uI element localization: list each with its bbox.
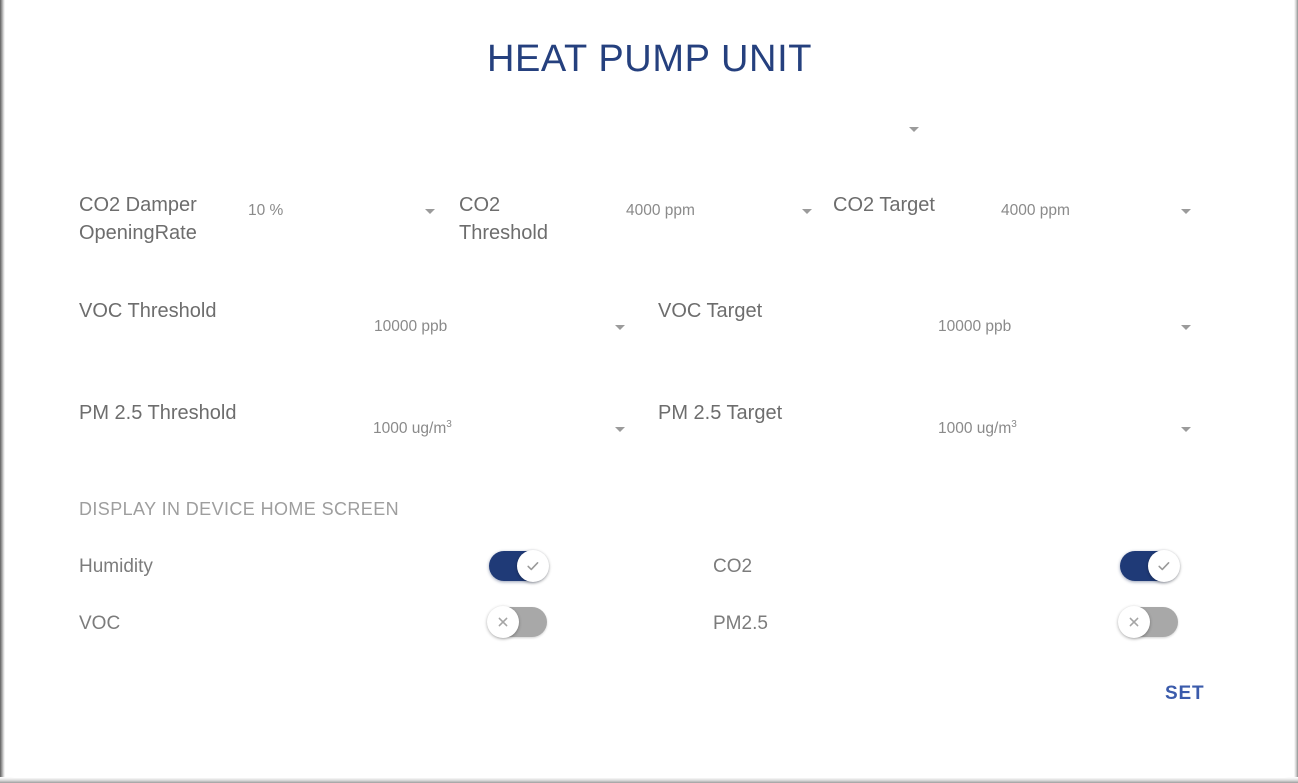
toggle-label-pm25: PM2.5 [713, 613, 768, 634]
check-icon [527, 562, 539, 571]
field-label-pm25-target: PM 2.5 Target [658, 402, 783, 424]
toggle-label-humidity: Humidity [79, 556, 153, 577]
toggle-knob [1148, 550, 1180, 582]
settings-card: HEAT PUMP UNIT CO2 Damper OpeningRate 10… [5, 2, 1294, 778]
chevron-down-icon [1181, 324, 1191, 330]
dropdown-arrow-pm25-target[interactable] [1175, 418, 1197, 440]
field-label-co2-threshold: CO2 Threshold [459, 194, 548, 244]
field-value-pm25-threshold-exponent: 3 [446, 418, 452, 430]
check-icon [1158, 562, 1170, 571]
chevron-down-icon [1181, 426, 1191, 432]
field-value-pm25-target-exponent: 3 [1011, 418, 1017, 430]
page-title: HEAT PUMP UNIT [486, 38, 813, 80]
chevron-down-icon [802, 208, 812, 214]
field-value-voc-threshold[interactable]: 10000 ppb [374, 318, 448, 335]
window-edge-bottom [0, 777, 1298, 783]
chevron-down-icon [615, 324, 625, 330]
toggle-co2[interactable] [1120, 550, 1180, 582]
dropdown-arrow-co2-target[interactable] [1175, 200, 1197, 222]
display-section-header: DISPLAY IN DEVICE HOME SCREEN [79, 499, 400, 519]
chevron-down-icon [615, 426, 625, 432]
chevron-down-icon [425, 208, 435, 214]
toggle-knob [517, 550, 549, 582]
dropdown-arrow-voc-threshold[interactable] [609, 316, 631, 338]
field-value-voc-target[interactable]: 10000 ppb [938, 318, 1012, 335]
toggle-knob [1118, 606, 1150, 638]
dropdown-arrow-co2-damper-opening-rate[interactable] [419, 200, 441, 222]
cross-icon [498, 617, 508, 627]
toggle-voc[interactable] [487, 606, 547, 638]
field-value-pm25-target[interactable]: 1000 ug/m3 [938, 419, 1017, 439]
chevron-down-icon [1181, 208, 1191, 214]
field-value-co2-threshold[interactable]: 4000 ppm [626, 202, 695, 219]
dropdown-arrow-pm25-threshold[interactable] [609, 418, 631, 440]
window-edge-right [1294, 0, 1298, 783]
field-label-co2-target: CO2 Target [833, 194, 935, 216]
field-label-co2-damper-opening-rate: CO2 Damper OpeningRate [79, 194, 197, 244]
set-button[interactable]: SET [1155, 677, 1214, 711]
dropdown-arrow-co2-threshold[interactable] [796, 200, 818, 222]
window-edge-left [0, 0, 5, 783]
field-value-pm25-threshold-main: 1000 ug/m [373, 420, 447, 437]
toggle-pm25[interactable] [1118, 606, 1178, 638]
field-value-pm25-target-main: 1000 ug/m [938, 420, 1012, 437]
field-value-co2-damper-opening-rate[interactable]: 10 % [248, 202, 284, 219]
field-value-pm25-threshold[interactable]: 1000 ug/m3 [373, 419, 452, 439]
toggle-humidity[interactable] [489, 550, 549, 582]
field-label-voc-target: VOC Target [658, 300, 763, 322]
chevron-down-icon[interactable] [903, 118, 925, 140]
dropdown-arrow-voc-target[interactable] [1175, 316, 1197, 338]
field-label-pm25-threshold: PM 2.5 Threshold [79, 402, 237, 424]
toggle-knob [487, 606, 519, 638]
cross-icon [1129, 617, 1139, 627]
field-label-voc-threshold: VOC Threshold [79, 300, 217, 322]
toggle-label-co2: CO2 [713, 556, 753, 577]
field-value-co2-target[interactable]: 4000 ppm [1001, 202, 1070, 219]
toggle-label-voc: VOC [79, 613, 121, 634]
chevron-down-glyph [909, 126, 919, 132]
